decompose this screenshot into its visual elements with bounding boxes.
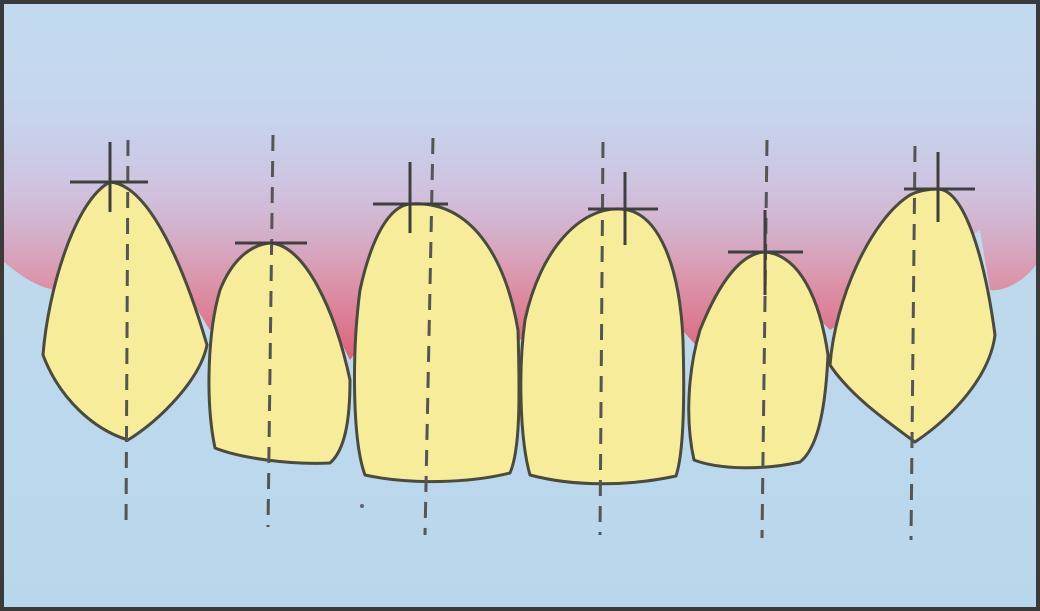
tooth-axis-diagram bbox=[4, 4, 1036, 607]
speck bbox=[360, 504, 364, 508]
